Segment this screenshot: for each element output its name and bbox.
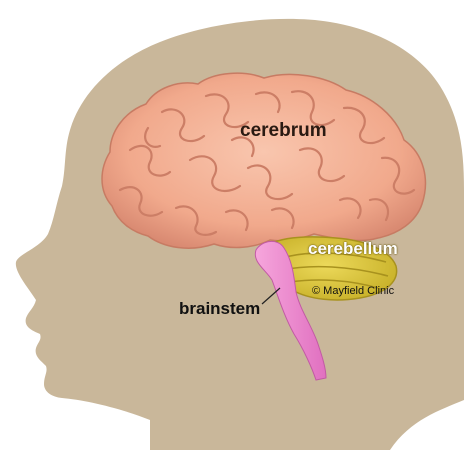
credit-label: © Mayfield Clinic [312, 285, 394, 297]
brainstem-label: brainstem [179, 299, 260, 319]
cerebellum-label: cerebellum [308, 239, 398, 259]
cerebrum-label: cerebrum [240, 120, 327, 142]
